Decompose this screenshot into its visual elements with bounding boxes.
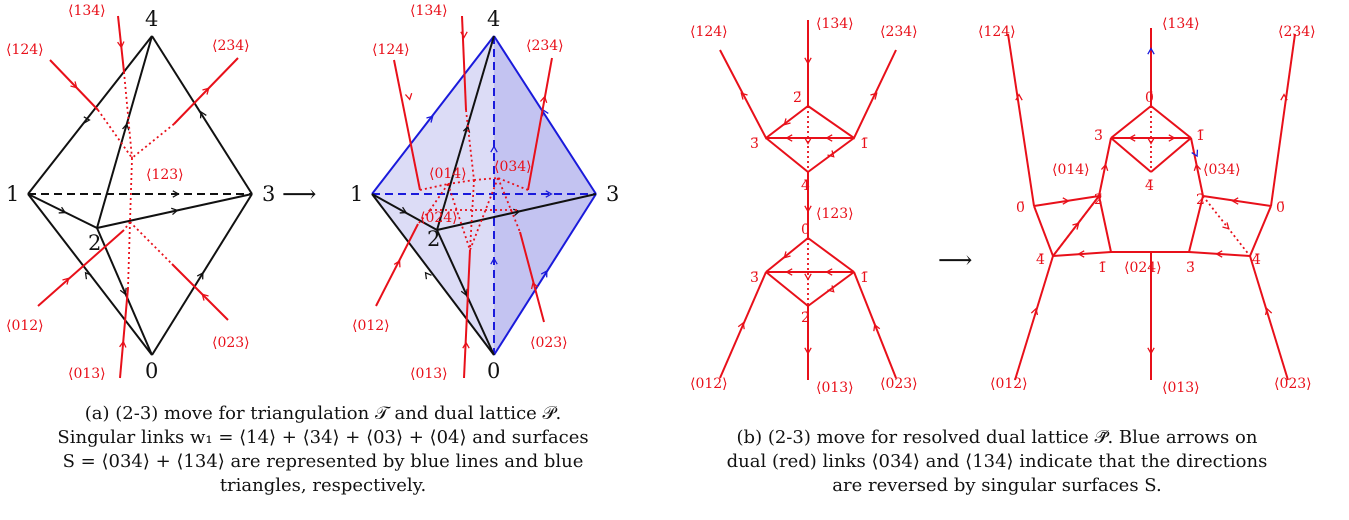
vertex-label-3: 3 [606, 182, 619, 206]
node-label: 4̄ [1252, 252, 1261, 268]
dual-label-134: ⟨134⟩ [410, 3, 448, 19]
panel-a-left-diagram: 4 1 2 3 0 ⟨134⟩ ⟨124⟩ ⟨234⟩ ⟨123⟩ ⟨012⟩ … [6, 3, 275, 383]
dual-label-024: ⟨024⟩ [420, 210, 458, 226]
node-label: 1̄ [1098, 260, 1107, 276]
vertex-label-2: 2 [88, 231, 101, 255]
dual-label-134: ⟨134⟩ [816, 16, 854, 32]
caption-a-line: (a) (2-3) move for triangulation 𝒯 and d… [84, 403, 562, 424]
dual-label-134: ⟨134⟩ [68, 3, 106, 19]
dual-label-012: ⟨012⟩ [990, 376, 1028, 392]
caption-b-line: dual (red) links ⟨034⟩ and ⟨134⟩ indicat… [726, 451, 1268, 472]
node-label: 0̄ [1016, 200, 1025, 216]
vertex-label-0: 0 [487, 359, 500, 383]
dual-label-013: ⟨013⟩ [1162, 380, 1200, 396]
dual-label-023: ⟨023⟩ [880, 376, 918, 392]
dual-label-012: ⟨012⟩ [352, 318, 390, 334]
dual-label-013: ⟨013⟩ [68, 366, 106, 382]
panel-a-right-diagram: 4 1 2 3 0 ⟨134⟩ ⟨124⟩ ⟨234⟩ ⟨014⟩ ⟨034⟩ … [350, 3, 619, 383]
dual-label-234: ⟨234⟩ [212, 38, 250, 54]
dual-label-134: ⟨134⟩ [1162, 16, 1200, 32]
dual-label-014: ⟨014⟩ [1052, 162, 1090, 178]
panel-b-right-labels: ⟨124⟩ ⟨134⟩ ⟨234⟩ ⟨014⟩ ⟨034⟩ ⟨024⟩ ⟨012… [978, 16, 1316, 396]
dual-label-124: ⟨124⟩ [690, 24, 728, 40]
dual-label-124: ⟨124⟩ [372, 42, 410, 58]
node-label: 0̄ [1145, 90, 1154, 106]
caption-b-line: are reversed by singular surfaces S. [832, 475, 1162, 496]
caption-a-line: Singular links w₁ = ⟨14⟩ + ⟨34⟩ + ⟨03⟩ +… [57, 427, 589, 448]
dual-label-234: ⟨234⟩ [880, 24, 918, 40]
node-label: 3̄ [1186, 260, 1195, 276]
caption-a: (a) (2-3) move for triangulation 𝒯 and d… [8, 402, 638, 498]
vertex-label-3: 3 [262, 182, 275, 206]
dual-label-023: ⟨023⟩ [212, 335, 250, 351]
vertex-label-2: 2 [427, 227, 440, 251]
dual-label-234: ⟨234⟩ [526, 38, 564, 54]
caption-b: (b) (2-3) move for resolved dual lattice… [652, 426, 1342, 498]
dual-label-013: ⟨013⟩ [410, 366, 448, 382]
dual-label-024: ⟨024⟩ [1124, 260, 1162, 276]
move-arrow-a: ⟶ [282, 180, 316, 208]
node-label: 3̄ [750, 136, 759, 152]
caption-a-line: S = ⟨034⟩ + ⟨134⟩ are represented by blu… [62, 451, 584, 472]
dual-label-012: ⟨012⟩ [690, 376, 728, 392]
caption-a-line: triangles, respectively. [219, 475, 427, 496]
dual-label-124: ⟨124⟩ [978, 24, 1016, 40]
dual-label-014: ⟨014⟩ [429, 166, 467, 182]
panel-b-left-labels: ⟨124⟩ ⟨134⟩ ⟨234⟩ ⟨123⟩ ⟨012⟩ ⟨013⟩ ⟨023… [690, 16, 918, 396]
dual-label-023: ⟨023⟩ [530, 335, 568, 351]
vertex-label-1: 1 [6, 182, 19, 206]
node-label: 2̄ [793, 90, 802, 106]
dual-label-234: ⟨234⟩ [1278, 24, 1316, 40]
vertex-label-1: 1 [350, 182, 363, 206]
figure-canvas: 4 1 2 3 0 ⟨134⟩ ⟨124⟩ ⟨234⟩ ⟨123⟩ ⟨012⟩ … [6, 3, 1316, 396]
node-label: 0̄ [801, 222, 810, 238]
dual-label-023: ⟨023⟩ [1274, 376, 1312, 392]
panel-b-right-diagram [1007, 28, 1296, 381]
panel-b-left-diagram [719, 20, 897, 380]
node-label: 4̄ [1145, 178, 1154, 194]
dual-label-124: ⟨124⟩ [6, 42, 44, 58]
node-label: 3̄ [750, 270, 759, 286]
caption-b-line: (b) (2-3) move for resolved dual lattice… [736, 427, 1258, 448]
node-label: 1̄ [860, 270, 869, 286]
vertex-label-4: 4 [487, 7, 500, 31]
move-arrow-b: ⟶ [938, 246, 972, 274]
dual-label-034: ⟨034⟩ [494, 159, 532, 175]
vertex-label-0: 0 [145, 359, 158, 383]
vertex-label-4: 4 [145, 7, 158, 31]
node-label: 1̄ [1196, 128, 1205, 144]
dual-label-012: ⟨012⟩ [6, 318, 44, 334]
dual-label-123: ⟨123⟩ [146, 167, 184, 183]
node-label: 4̄ [1036, 252, 1045, 268]
node-label: 0̄ [1276, 200, 1285, 216]
node-label: 4̄ [801, 178, 810, 194]
node-label: 2̄ [1196, 192, 1205, 208]
dual-label-013: ⟨013⟩ [816, 380, 854, 396]
node-label: 1̄ [860, 136, 869, 152]
node-label: 2̄ [1094, 192, 1103, 208]
node-label: 3̄ [1094, 128, 1103, 144]
dual-label-123: ⟨123⟩ [816, 206, 854, 222]
dual-label-034: ⟨034⟩ [1203, 162, 1241, 178]
node-label: 2̄ [801, 310, 810, 326]
